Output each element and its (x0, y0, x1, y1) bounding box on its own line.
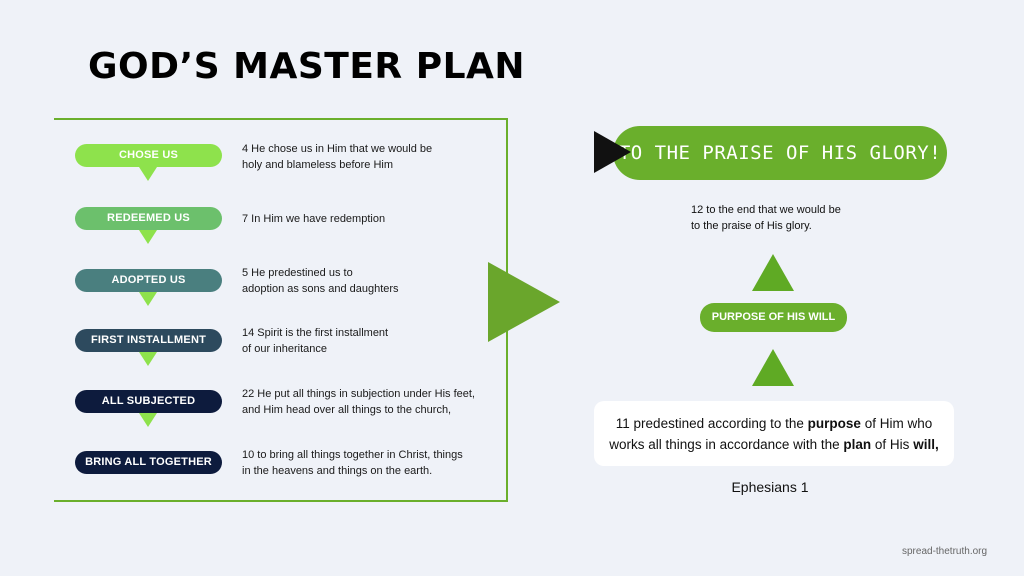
step-verse: 4 He chose us in Him that we would be ho… (242, 143, 433, 171)
up-arrow-upper (752, 254, 794, 291)
step-pill-adopted-us: ADOPTED US (75, 269, 222, 292)
flow-arrow (488, 262, 560, 342)
verse-text: of Him who (860, 416, 933, 431)
step-pill-bring-all-together: BRING ALL TOGETHER (75, 451, 222, 474)
glory-banner: TO THE PRAISE OF HIS GLORY! (613, 126, 947, 180)
scripture-reference: Ephesians 1 (731, 479, 809, 495)
step-verse: 7 In Him we have redemption (242, 213, 386, 225)
footer-site[interactable]: spread-thetruth.org (902, 546, 988, 557)
step-pill-all-subjected: ALL SUBJECTED (75, 390, 222, 413)
step-pointer (139, 413, 157, 427)
step-pointer (139, 167, 157, 181)
glory-verse: 12 to the end that we would be to the pr… (691, 204, 841, 232)
step-pill-redeemed-us: REDEEMED US (75, 207, 222, 230)
verse-text: works all things in accordance with the (609, 437, 844, 452)
step-verse: 14 Spirit is the first installment of ou… (242, 327, 389, 355)
step-verse: 22 He put all things in subjection under… (242, 388, 475, 416)
verse-text: 11 predestined according to the (615, 416, 808, 431)
step-pointer (139, 352, 157, 366)
step-verse: 10 to bring all things together in Chris… (242, 449, 463, 477)
verse-emphasis-purpose: purpose (807, 416, 861, 431)
purpose-verse-box: 11 predestined according to the purpose … (594, 401, 954, 466)
pointer-arrow (594, 131, 631, 173)
verse-text: of His (871, 437, 914, 452)
up-arrow-lower (752, 349, 794, 386)
step-pointer (139, 230, 157, 244)
verse-emphasis-will: will, (913, 437, 939, 452)
step-verse: 5 He predestined us to adoption as sons … (242, 267, 399, 295)
glory-banner-label: TO THE PRAISE OF HIS GLORY! (618, 142, 942, 164)
step-pill-chose-us: CHOSE US (75, 144, 222, 167)
page-title: GOD’S MASTER PLAN (88, 46, 526, 87)
steps-frame (54, 118, 508, 502)
purpose-pill: PURPOSE OF HIS WILL (700, 303, 847, 332)
verse-emphasis-plan: plan (843, 437, 872, 452)
step-pill-first-installment: FIRST INSTALLMENT (75, 329, 222, 352)
step-pointer (139, 292, 157, 306)
